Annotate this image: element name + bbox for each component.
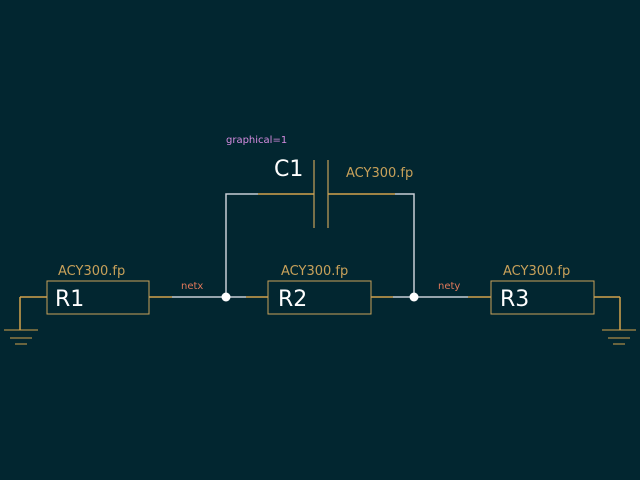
c1-attribute-label: graphical=1 — [226, 135, 287, 146]
r1-body[interactable] — [46, 280, 150, 315]
wire-c1-right[interactable] — [395, 193, 415, 297]
c1-refdes-label: C1 — [274, 157, 303, 182]
r1-footprint-label: ACY300.fp — [58, 264, 125, 279]
c1-footprint-label: ACY300.fp — [346, 166, 413, 181]
r1-refdes-label: R1 — [55, 287, 84, 312]
r2-refdes-label: R2 — [278, 287, 307, 312]
nety-label: nety — [438, 281, 460, 292]
junction-dot-right[interactable] — [409, 292, 419, 302]
ground-symbol-left-icon — [4, 329, 38, 345]
r3-footprint-label: ACY300.fp — [503, 264, 570, 279]
junction-dot-left[interactable] — [221, 292, 231, 302]
netx-label: netx — [181, 281, 203, 292]
r3-body[interactable] — [490, 280, 595, 315]
r3-refdes-label: R3 — [500, 287, 529, 312]
wire-c1-left[interactable] — [225, 193, 258, 297]
ground-symbol-right-icon — [602, 329, 636, 345]
wires — [19, 193, 621, 330]
r2-body[interactable] — [267, 280, 372, 315]
r2-footprint-label: ACY300.fp — [281, 264, 348, 279]
